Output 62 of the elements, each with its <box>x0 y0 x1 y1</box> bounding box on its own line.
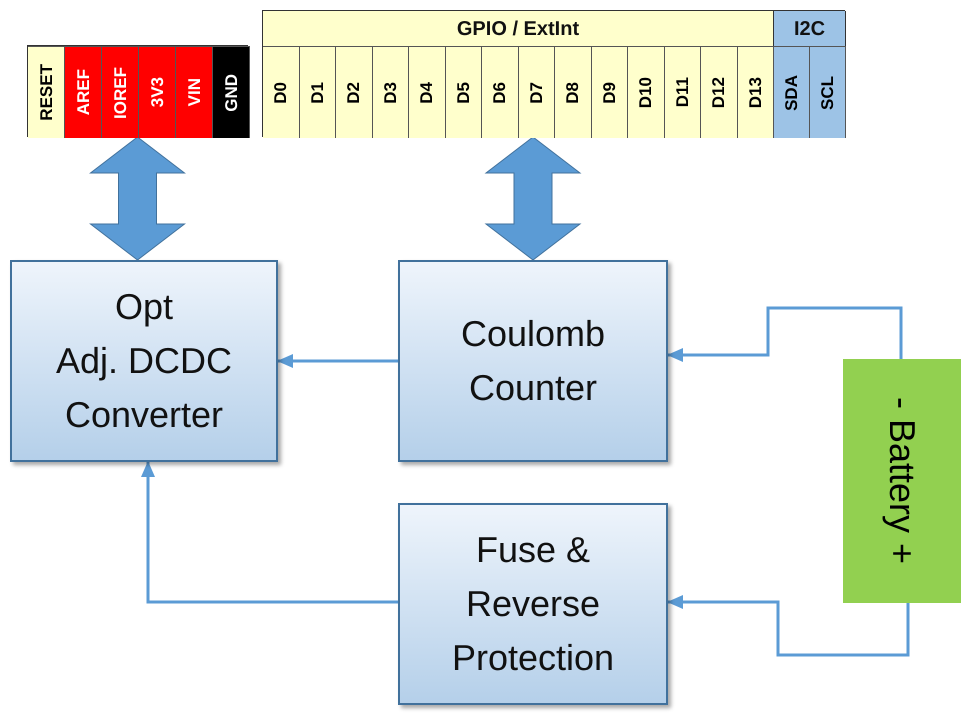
pin-label: D9 <box>600 82 618 104</box>
arrow <box>667 595 910 656</box>
pin-header <box>27 45 248 137</box>
arrow <box>141 461 398 604</box>
pin-cell <box>28 46 65 138</box>
pin-label: D6 <box>491 82 508 104</box>
pin-cell <box>65 46 102 138</box>
pin-cell <box>738 46 774 138</box>
group-title: GPIO / ExtInt <box>456 16 580 42</box>
battery-label: - Battery + <box>884 397 920 565</box>
pin-cell <box>628 46 664 138</box>
pin-label: D1 <box>308 82 326 104</box>
arrow <box>277 354 398 368</box>
process-box <box>398 260 668 462</box>
battery-block <box>843 359 961 603</box>
pin-label: D10 <box>637 76 654 108</box>
pin-label: D11 <box>674 77 691 108</box>
pin-cell <box>102 46 139 138</box>
pin-label: 3V3 <box>148 77 166 108</box>
box-label: Coulomb Counter <box>460 312 606 410</box>
pin-label: D2 <box>345 82 362 104</box>
pin-cell <box>139 46 176 138</box>
double-arrow <box>484 136 582 261</box>
box-label: Fuse & Reverse Protection <box>450 528 616 680</box>
arrow <box>667 306 902 362</box>
pin-label: VIN <box>186 78 202 107</box>
pin-cell <box>701 46 738 138</box>
pin-label: D4 <box>418 82 436 104</box>
double-arrow <box>89 136 186 261</box>
pin-group <box>774 11 846 138</box>
pin-cell <box>336 46 372 138</box>
pin-label: RESET <box>38 64 54 121</box>
pin-cell <box>300 46 336 138</box>
pin-cell <box>482 46 518 138</box>
pin-cell <box>263 46 300 138</box>
pin-cell <box>810 46 846 138</box>
pin-label: D0 <box>272 82 290 104</box>
pin-label: GND <box>222 74 240 112</box>
pin-label: SCL <box>819 76 836 110</box>
pin-cell <box>372 46 409 138</box>
pin-cell <box>518 46 555 138</box>
box-label: Opt Adj. DCDC Converter <box>56 285 232 437</box>
pin-label: D7 <box>528 82 545 104</box>
pin-cell <box>555 46 592 138</box>
pin-cell <box>592 46 628 138</box>
pin-label: D3 <box>382 82 399 104</box>
pin-label: SDA <box>783 74 800 110</box>
process-box <box>10 260 278 462</box>
pin-cell <box>446 46 482 138</box>
pin-label: AREF <box>74 69 92 116</box>
pin-cell <box>176 46 213 138</box>
pin-label: D8 <box>564 82 582 104</box>
pin-label: D13 <box>746 76 764 108</box>
pin-label: IOREF <box>112 66 128 118</box>
pin-cell <box>409 46 446 138</box>
pin-cell <box>774 46 810 138</box>
pin-label: D5 <box>454 82 472 104</box>
group-title: I2C <box>794 16 826 42</box>
pin-label: D12 <box>710 76 728 108</box>
pin-cell <box>664 46 701 138</box>
pin-cell <box>213 46 250 138</box>
process-box <box>398 503 668 705</box>
